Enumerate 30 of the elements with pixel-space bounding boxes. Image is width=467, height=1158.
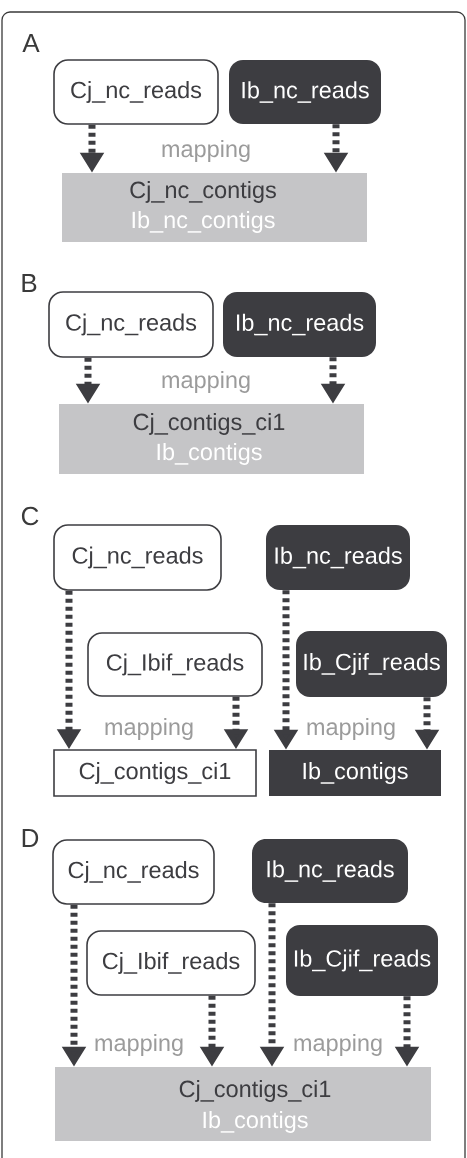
node-label: Cj_contigs_ci1: [179, 1080, 331, 1102]
rectangle-box: Cj_contigs_ci1: [53, 749, 257, 797]
rounded-box: Ib_nc_reads: [223, 292, 376, 357]
node-label: Ib_contigs: [203, 1111, 308, 1133]
step-label: mapping: [95, 1034, 183, 1056]
step-label: mapping: [307, 718, 395, 740]
panel-letter: D: [22, 829, 39, 847]
rounded-box: Cj_nc_reads: [52, 839, 215, 905]
rounded-box: Ib_nc_reads: [266, 525, 410, 590]
panel-letter: A: [22, 34, 40, 52]
rounded-box: Cj_nc_reads: [53, 59, 219, 125]
rounded-box: Cj_Ibif_reads: [87, 632, 263, 697]
rounded-box: Ib_nc_reads: [229, 60, 381, 124]
rounded-box: Ib_Cjif_reads: [296, 631, 447, 697]
rounded-box: Cj_nc_reads: [48, 291, 214, 358]
node-label: Cj_contigs_ci1: [133, 413, 285, 435]
rounded-box: Cj_Ibif_reads: [86, 930, 256, 996]
step-label: mapping: [162, 140, 250, 162]
rounded-box: Ib_nc_reads: [252, 839, 408, 903]
step-label: mapping: [105, 718, 193, 740]
step-label: mapping: [294, 1034, 382, 1056]
rounded-box: Cj_nc_reads: [53, 524, 222, 591]
node-label: Cj_nc_contigs: [130, 181, 276, 203]
rectangle-box: Ib_contigs: [269, 750, 441, 796]
node-label: Ib_contigs: [157, 443, 262, 465]
node-label: Ib_nc_contigs: [132, 211, 275, 233]
step-label: mapping: [162, 371, 250, 393]
rounded-box: Ib_Cjif_reads: [286, 925, 438, 996]
panel-letter: B: [22, 274, 37, 292]
panel-letter: C: [21, 506, 39, 526]
